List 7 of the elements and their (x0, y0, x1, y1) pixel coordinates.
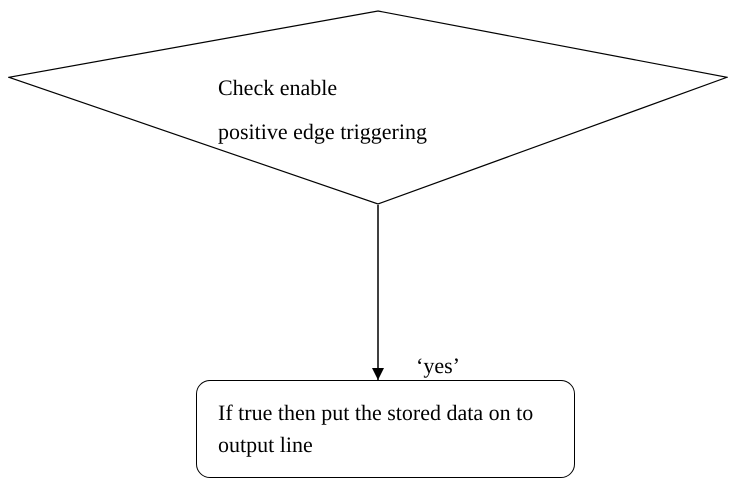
process-box (196, 380, 575, 478)
decision-diamond (8, 10, 728, 205)
node-text: Check enable (218, 74, 338, 102)
node-text: positive edge triggering (218, 118, 427, 146)
edge-label: ‘yes’ (416, 352, 460, 380)
arrow (372, 205, 384, 380)
node-text: If true then put the stored data on to output line (218, 399, 534, 459)
